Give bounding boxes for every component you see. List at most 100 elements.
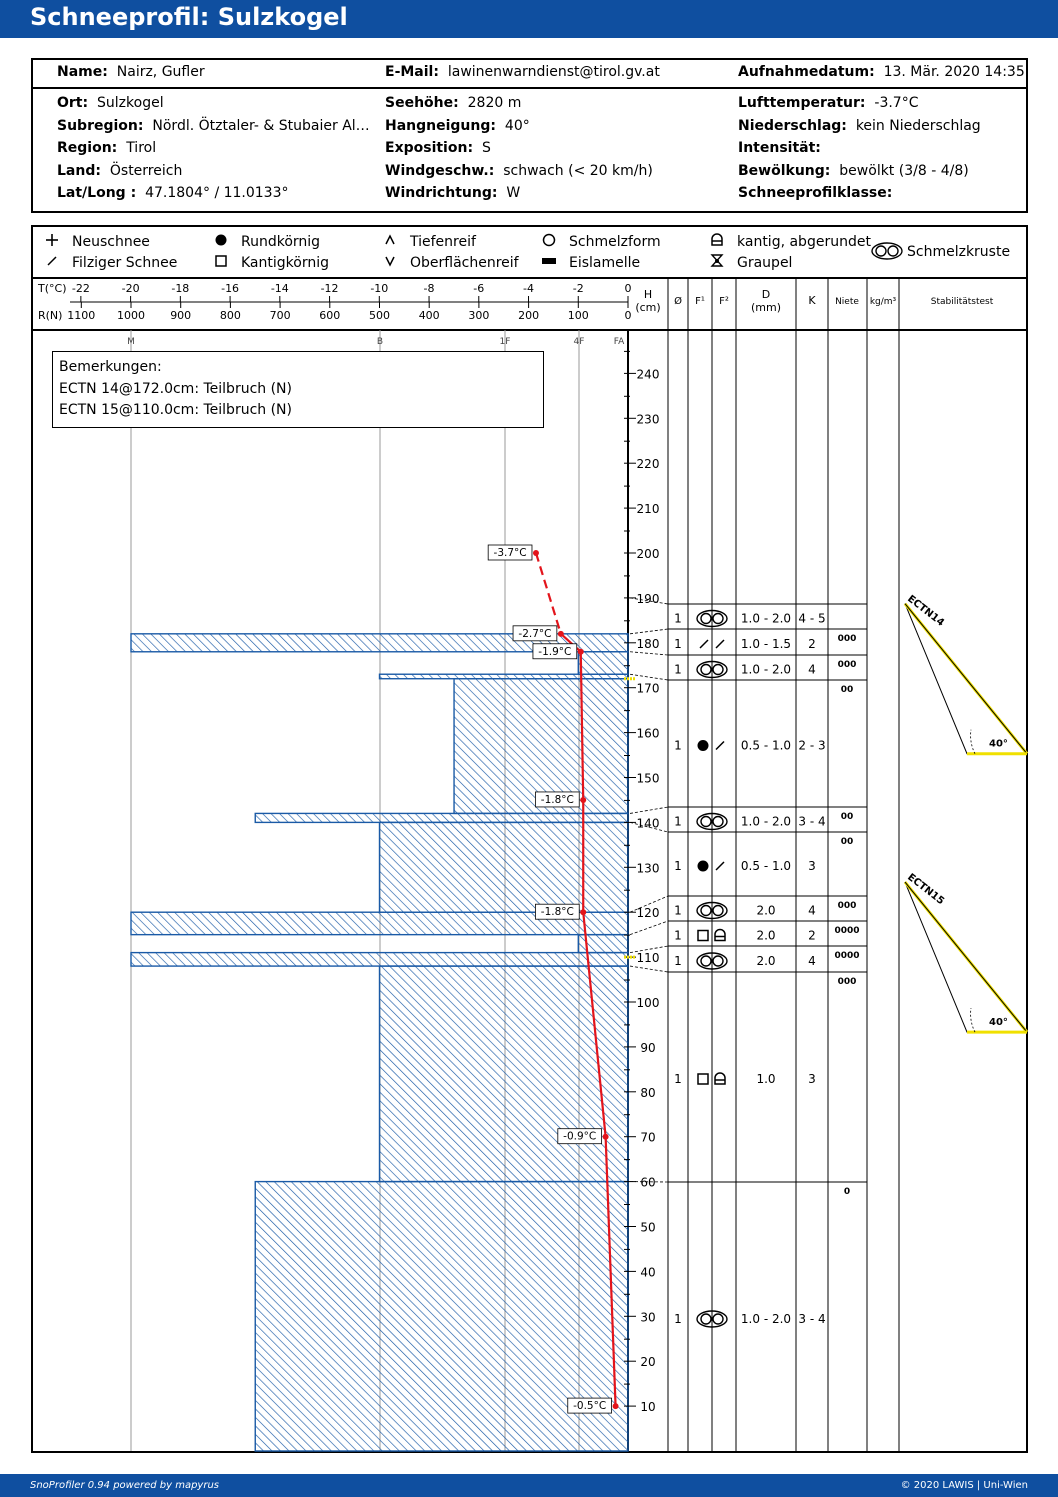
layer-niete: 000 [838, 977, 857, 987]
layer-connector [629, 822, 669, 833]
lufttemp-label: Lufttemperatur: [738, 95, 866, 111]
height-tick-label: 210 [637, 502, 660, 516]
slash-icon [715, 740, 725, 751]
layer-hardness: 4 [808, 954, 816, 968]
temperature-point [580, 909, 587, 916]
height-tick-label: 70 [640, 1131, 655, 1145]
slash-icon [47, 256, 57, 266]
legend-label: Schmelzkruste [907, 244, 1010, 260]
temperature-point [602, 1133, 609, 1140]
temperature-label-box [557, 1128, 603, 1145]
layer-grain-size: 1.0 - 2.0 [741, 663, 791, 677]
hardness-tick-label: 1000 [117, 309, 145, 322]
layer-diameter: 1 [674, 859, 682, 873]
bewoelkung-value: bewölkt (3/8 - 4/8) [839, 163, 969, 179]
hardness-label: FA [614, 337, 625, 347]
profilklasse-label: Schneeprofilklasse: [738, 185, 893, 201]
layer-grain-size: 0.5 - 1.0 [741, 739, 791, 753]
melt-crust-icon [887, 245, 899, 257]
layer-hardness: 4 [808, 904, 816, 918]
melt-crust-icon [700, 955, 712, 967]
temperature-line [534, 552, 562, 635]
height-column-header: H [644, 288, 652, 301]
date-value: 13. Mär. 2020 14:35 [883, 64, 1025, 80]
subregion-label: Subregion: [57, 118, 144, 134]
stability-test-angle: 40° [989, 1017, 1008, 1028]
caret-up-icon [385, 234, 395, 245]
hardness-tick-label: 0 [625, 309, 632, 322]
name-label: Name: [57, 64, 108, 80]
grain-size-column-header: D [762, 288, 770, 301]
density-column-header: kg/m³ [870, 297, 897, 307]
square-icon [697, 929, 709, 942]
melt-crust-icon [700, 1313, 712, 1325]
layer-grain-size: 0.5 - 1.0 [741, 859, 791, 873]
land-label: Land: [57, 163, 101, 179]
height-tick-label: 230 [637, 412, 660, 426]
page-header: Schneeprofil: Sulzkogel [0, 0, 1058, 38]
temperature-line [579, 651, 585, 800]
legend-label: Eislamelle [569, 255, 640, 271]
height-tick-label: 50 [640, 1221, 655, 1235]
email-label: E-Mail: [385, 64, 439, 80]
hardness-block [577, 651, 629, 675]
rounded-angular-icon [714, 1072, 726, 1085]
legend-label: Rundkörnig [241, 234, 320, 250]
melt-crust-icon [712, 612, 724, 625]
temperature-label-box [487, 544, 533, 561]
height-tick-label: 110 [637, 951, 660, 965]
melt-crust-icon [712, 815, 724, 828]
temperature-point [612, 1403, 619, 1410]
temperature-tick-label: -6 [473, 282, 484, 295]
melt-crust-icon [696, 901, 728, 920]
layer-niete: 00 [841, 812, 854, 822]
email-value: lawinenwarndienst@tirol.gv.at [447, 64, 660, 80]
stability-test-arc [970, 1008, 976, 1033]
temperature-tick-label: -22 [72, 282, 90, 295]
info-box [31, 58, 1028, 213]
legend-label: Kantigkörnig [241, 255, 329, 271]
stability-test-angle: 40° [989, 739, 1008, 750]
temperature-tick-label: 0 [625, 282, 632, 295]
temperature-tick-label: -8 [424, 282, 435, 295]
region-row: Region: Tirol [57, 140, 156, 156]
latlong-label: Lat/Long : [57, 185, 137, 201]
temperature-label-box [535, 903, 580, 920]
layer-diameter: 1 [674, 663, 682, 677]
bar-icon [542, 258, 556, 264]
height-tick-label: 30 [640, 1310, 655, 1324]
land-row: Land: Österreich [57, 163, 182, 179]
profilklasse-row: Schneeprofilklasse: [738, 185, 897, 201]
subregion-row: Subregion: Nördl. Ötztaler- & Stubaier A… [57, 118, 370, 134]
layer-connector [629, 651, 669, 656]
layer-grain-size: 1.0 - 2.0 [741, 1312, 791, 1326]
hardness-block [130, 951, 629, 967]
bewoelkung-label: Bewölkung: [738, 163, 831, 179]
melt-crust-icon [712, 955, 724, 967]
seehoehe-row: Seehöhe: 2820 m [385, 95, 521, 111]
height-tick-label: 170 [637, 682, 660, 696]
region-value: Tirol [126, 140, 157, 156]
filled-circle-icon [215, 234, 227, 246]
layer-hardness: 3 - 4 [798, 815, 825, 829]
info-divider [33, 87, 1026, 89]
height-tick-label: 120 [637, 906, 660, 920]
ort-label: Ort: [57, 95, 89, 111]
square-icon [215, 255, 227, 267]
layer-grain-size: 1.0 - 1.5 [741, 637, 791, 651]
ort-row: Ort: Sulzkogel [57, 95, 164, 111]
layer-connector [629, 628, 669, 635]
niederschlag-label: Niederschlag: [738, 118, 847, 134]
intensitaet-row: Intensität: [738, 140, 825, 156]
graupel-icon [710, 254, 724, 267]
temperature-label-box [512, 625, 558, 642]
melt-crust-icon [700, 815, 712, 828]
exposition-value: S [481, 140, 491, 156]
niederschlag-row: Niederschlag: kein Niederschlag [738, 118, 981, 134]
diameter-column-header: Ø [674, 295, 682, 307]
profile-frame [31, 225, 1028, 1453]
hardness-tick-label: 300 [468, 309, 489, 322]
temperature-label-box [535, 791, 580, 808]
